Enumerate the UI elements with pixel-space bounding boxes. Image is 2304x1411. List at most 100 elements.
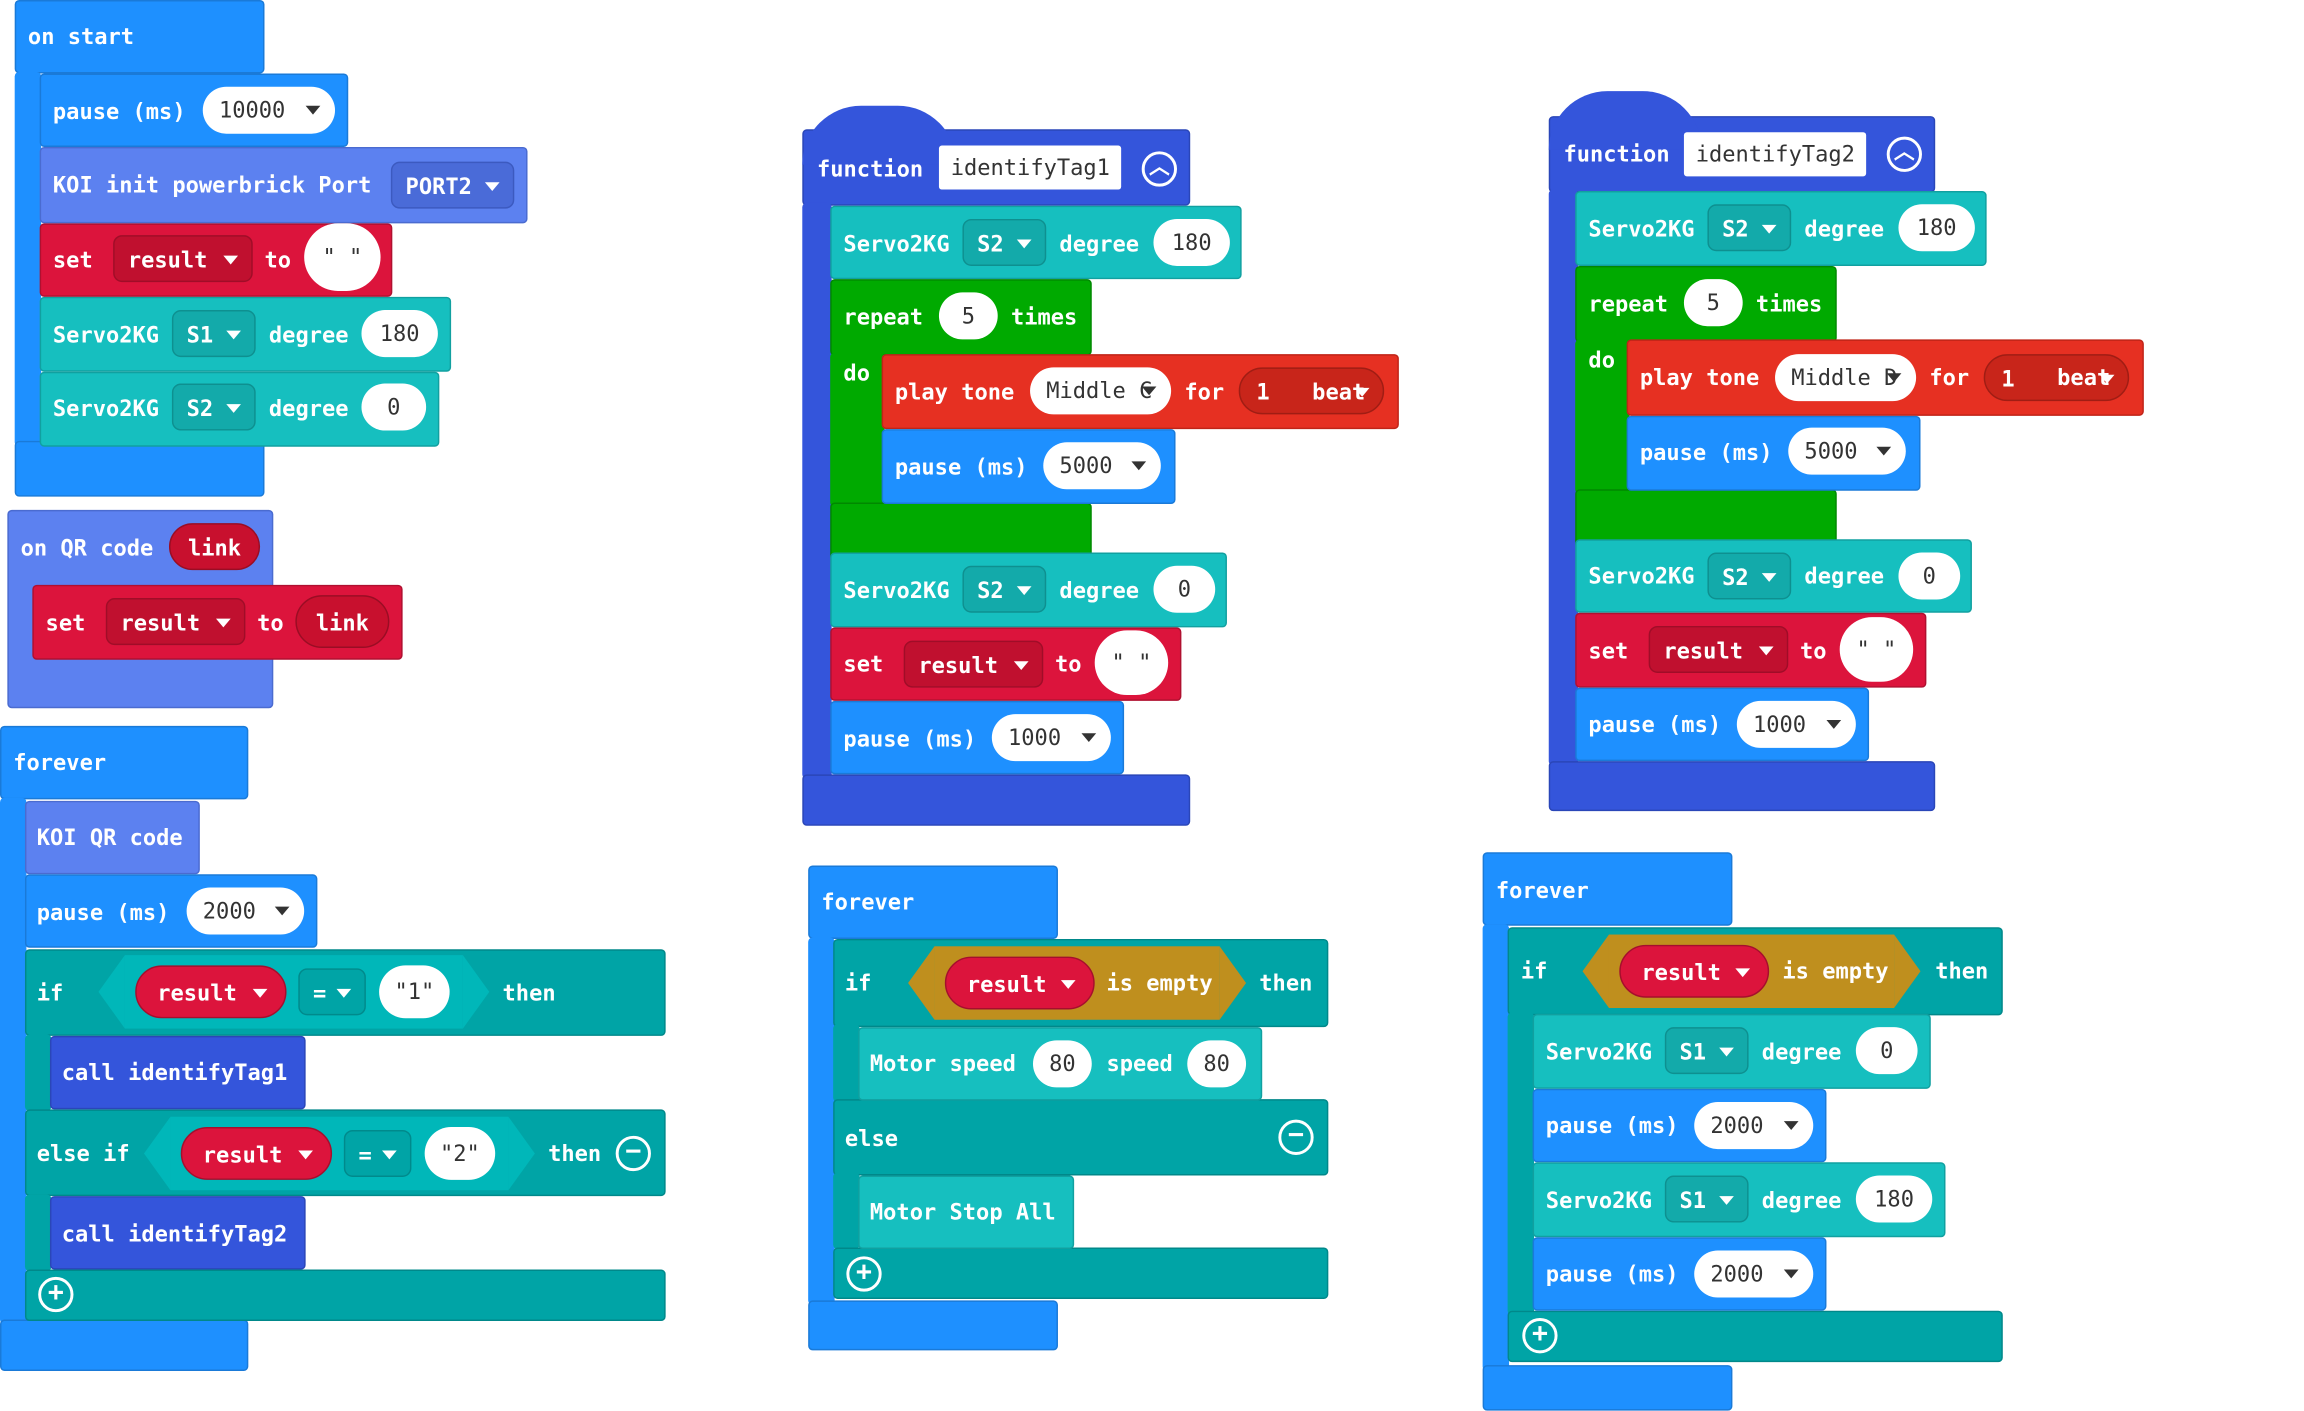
to-label: to: [264, 246, 292, 274]
servo-port-dropdown[interactable]: S1: [171, 310, 256, 358]
pause-label: pause (ms): [1545, 1260, 1679, 1288]
then-label: then: [502, 980, 556, 1007]
link-parameter[interactable]: link: [168, 523, 261, 571]
if-label: if: [36, 980, 64, 1007]
servo-port-dropdown[interactable]: S1: [1664, 1175, 1749, 1223]
koi-port-dropdown[interactable]: PORT2: [390, 161, 515, 209]
compare-value-input[interactable]: "1": [379, 965, 450, 1019]
plus-circle-icon[interactable]: +: [38, 1276, 74, 1313]
empty-string-input[interactable]: " ": [1839, 617, 1914, 682]
pause-value-dropdown[interactable]: 2000: [1694, 1250, 1814, 1298]
to-label: to: [257, 609, 284, 637]
degree-input[interactable]: 0: [361, 383, 427, 431]
note-dropdown[interactable]: Middle C: [1030, 367, 1172, 415]
do-label: do: [1588, 346, 1615, 374]
for-label: for: [1929, 364, 1970, 391]
forever-label: forever: [13, 749, 107, 776]
degree-input[interactable]: 180: [361, 310, 438, 358]
play-tone-label: play tone: [894, 379, 1015, 406]
pause-value-dropdown[interactable]: 2000: [186, 887, 305, 935]
call-identifytag2-block[interactable]: [49, 1196, 306, 1270]
pause-value-dropdown[interactable]: 5000: [1788, 427, 1906, 475]
then-label: then: [1935, 958, 1989, 985]
variable-dropdown[interactable]: result: [903, 640, 1044, 688]
plus-circle-icon[interactable]: +: [846, 1256, 882, 1292]
empty-string-input[interactable]: " ": [304, 223, 381, 291]
repeat-label: repeat: [843, 304, 924, 331]
variable-dropdown[interactable]: result: [1648, 625, 1789, 673]
servo-port-dropdown[interactable]: S2: [1707, 204, 1792, 252]
pause-label: pause (ms): [1545, 1112, 1679, 1139]
plus-circle-icon[interactable]: +: [1522, 1318, 1558, 1354]
motor-stop-all-block[interactable]: [858, 1175, 1075, 1249]
motor-speed-input[interactable]: 80: [1187, 1040, 1247, 1088]
operator-dropdown[interactable]: =: [298, 968, 366, 1016]
function-name-input[interactable]: identifyTag2: [1683, 132, 1867, 177]
pause-value-dropdown[interactable]: 2000: [1694, 1102, 1814, 1150]
do-label: do: [843, 360, 870, 387]
empty-string-input[interactable]: " ": [1094, 630, 1169, 696]
pause-value-dropdown[interactable]: 1000: [991, 714, 1111, 762]
degree-label: degree: [1761, 1038, 1842, 1066]
result-variable[interactable]: result: [944, 956, 1095, 1010]
degree-input[interactable]: 0: [1898, 552, 1961, 600]
servo-port-dropdown[interactable]: S1: [1664, 1027, 1749, 1075]
pause-label: pause (ms): [843, 725, 977, 753]
pause-value-dropdown[interactable]: 10000: [202, 86, 336, 134]
minus-circle-icon[interactable]: −: [615, 1135, 651, 1172]
degree-input[interactable]: 180: [1898, 204, 1975, 252]
degree-input[interactable]: 180: [1153, 218, 1230, 266]
result-variable[interactable]: result: [135, 965, 287, 1019]
motor-speed-input[interactable]: 80: [1032, 1040, 1092, 1088]
play-tone-label: play tone: [1639, 364, 1760, 391]
chevron-up-circle-icon[interactable]: ︿: [1141, 151, 1177, 187]
minus-circle-icon[interactable]: −: [1278, 1119, 1314, 1155]
compare-value-input[interactable]: "2": [424, 1127, 496, 1180]
beat-count-dropdown[interactable]: 1: [1238, 367, 1385, 415]
result-variable[interactable]: result: [180, 1127, 333, 1180]
degree-input[interactable]: 0: [1153, 565, 1216, 613]
result-variable[interactable]: result: [1619, 944, 1770, 998]
pause-value-dropdown[interactable]: 1000: [1736, 700, 1856, 748]
operator-dropdown[interactable]: =: [343, 1129, 412, 1177]
variable-dropdown[interactable]: result: [113, 235, 253, 283]
call-identifytag1-block[interactable]: [49, 1035, 306, 1110]
beat-count-dropdown[interactable]: 1: [1983, 354, 2130, 402]
servo-port-dropdown[interactable]: S2: [171, 383, 256, 431]
speed-label: speed: [1106, 1050, 1173, 1078]
degree-input[interactable]: 180: [1855, 1175, 1933, 1223]
set-label: set: [45, 609, 86, 637]
repeat-count-input[interactable]: 5: [1683, 279, 1743, 327]
call-label: call identifyTag1: [61, 1059, 288, 1086]
for-label: for: [1184, 379, 1225, 406]
servo-port-dropdown[interactable]: S2: [962, 218, 1047, 266]
pause-label: pause (ms): [1639, 439, 1773, 466]
koi-qr-code-block[interactable]: [24, 800, 200, 875]
degree-input[interactable]: 0: [1855, 1027, 1918, 1075]
servo-label: Servo2KG: [1588, 562, 1695, 590]
note-dropdown[interactable]: Middle D: [1775, 354, 1917, 402]
on-start-label: on start: [27, 23, 135, 50]
call-label: call identifyTag2: [61, 1221, 288, 1248]
forever-label: forever: [821, 888, 915, 916]
chevron-up-circle-icon[interactable]: ︿: [1886, 136, 1922, 172]
variable-dropdown[interactable]: result: [105, 598, 246, 646]
servo-port-dropdown[interactable]: S2: [1707, 552, 1792, 600]
else-if-label: else if: [36, 1140, 130, 1167]
is-empty-label: is empty: [1782, 958, 1889, 985]
servo-port-dropdown[interactable]: S2: [962, 565, 1047, 613]
function-label: function: [1563, 141, 1670, 168]
motor-stop-label: Motor Stop All: [869, 1199, 1056, 1226]
then-label: then: [1259, 969, 1313, 997]
repeat-count-input[interactable]: 5: [938, 292, 998, 340]
servo-label: Servo2KG: [52, 321, 160, 349]
pause-label: pause (ms): [1588, 711, 1722, 738]
then-label: then: [548, 1140, 602, 1167]
servo-label: Servo2KG: [1545, 1038, 1652, 1066]
to-label: to: [1800, 637, 1827, 665]
pause-value-dropdown[interactable]: 5000: [1043, 442, 1161, 490]
function-name-input[interactable]: identifyTag1: [938, 145, 1122, 190]
if-label: if: [844, 969, 872, 997]
link-reporter[interactable]: link: [295, 595, 390, 649]
